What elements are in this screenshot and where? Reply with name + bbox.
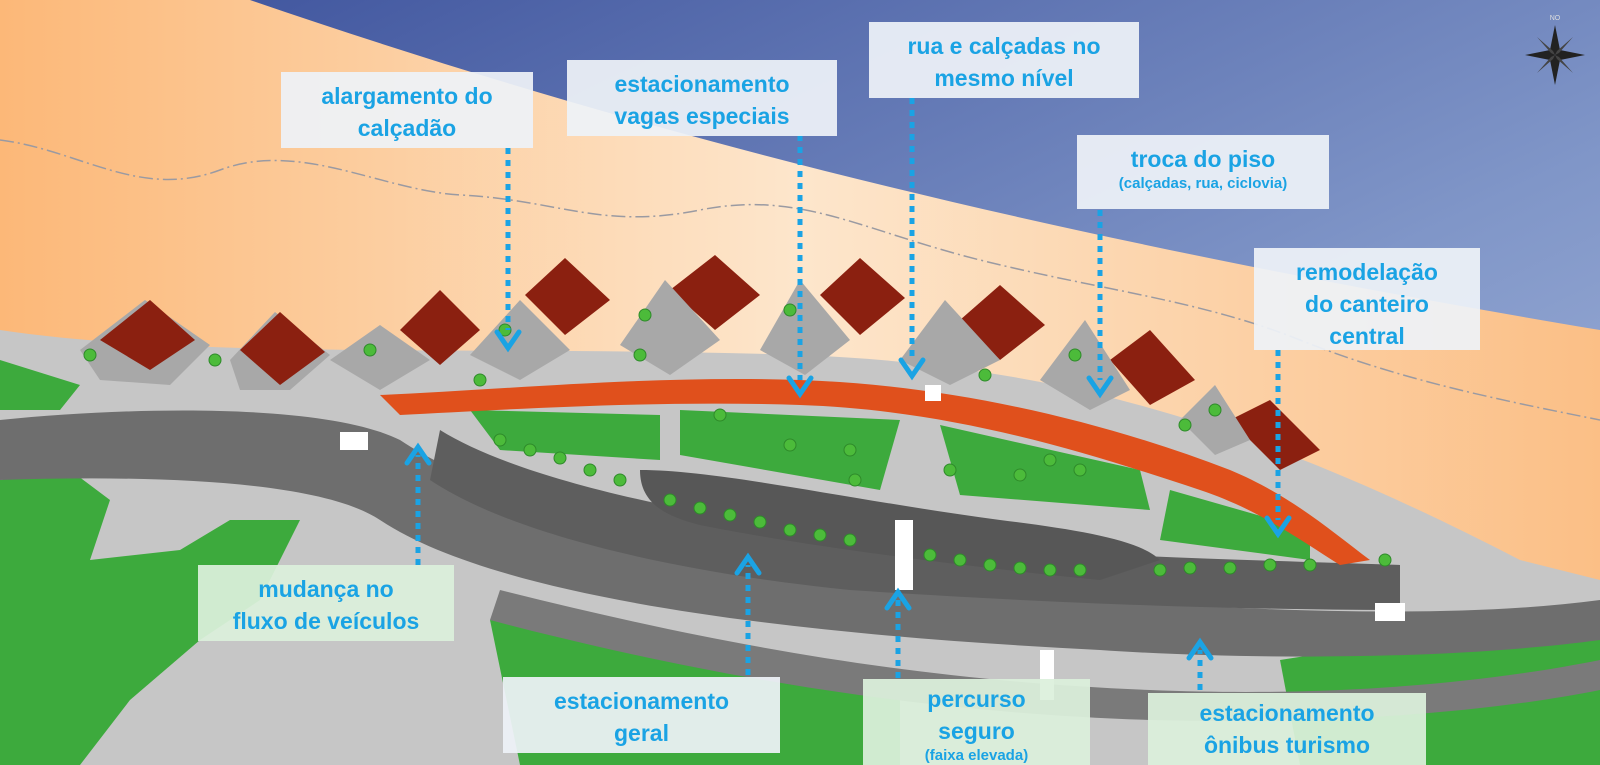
compass-letters: NO [1550,15,1561,22]
crosswalks [340,385,1405,700]
grass-bottom-left [0,470,300,765]
grass-left-strip [0,360,80,410]
label-line: rua e calçadas no [907,33,1101,59]
label-line: percurso [927,686,1026,712]
label-line: central [1329,323,1405,349]
label-subline: (faixa elevada) [924,747,1029,764]
median-green-3 [940,425,1150,510]
label-rua-calcadas-mesmo-nivel: rua e calçadas no mesmo nível [869,22,1139,98]
label-mudanca-fluxo-veiculos: mudança no fluxo de veículos [198,565,454,641]
label-troca-do-piso: troca do piso (calçadas, rua, ciclovia) [1077,135,1329,209]
label-line: fluxo de veículos [232,608,420,634]
main-road [0,410,1600,657]
label-line: geral [614,720,669,746]
label-line: troca do piso [1130,146,1276,172]
label-percurso-seguro: percurso seguro (faixa elevada) [863,679,1090,765]
median-green-4 [1160,490,1310,560]
label-line: mesmo nível [934,65,1074,91]
label-line: do canteiro [1305,291,1429,317]
label-line: alargamento do [321,83,493,109]
label-line: estacionamento [553,688,730,714]
label-line: remodelação [1296,259,1438,285]
label-estacionamento-geral: estacionamento geral [503,677,780,753]
label-subline: (calçadas, rua, ciclovia) [1118,175,1288,192]
label-estacionamento-onibus-turismo: estacionamento ônibus turismo [1148,693,1426,765]
label-estacionamento-vagas-especiais: estacionamento vagas especiais [567,60,837,136]
label-line: calçadão [357,115,457,141]
label-alargamento-calcadao: alargamento do calçadão [281,72,533,148]
median-green-1 [470,410,660,460]
label-line: mudança no [258,576,394,602]
label-remodelacao-canteiro-central: remodelação do canteiro central [1254,248,1480,350]
callout-arrows [415,98,1281,690]
arrow-heads [404,329,1292,661]
label-line: estacionamento [614,71,790,97]
trees [83,303,1392,577]
label-line: seguro [938,718,1015,744]
label-line: estacionamento [1199,700,1375,726]
boardwalk [380,378,1370,565]
label-line: ônibus turismo [1203,732,1371,758]
compass-rose-icon [1525,25,1585,85]
label-line: vagas especiais [614,103,790,129]
